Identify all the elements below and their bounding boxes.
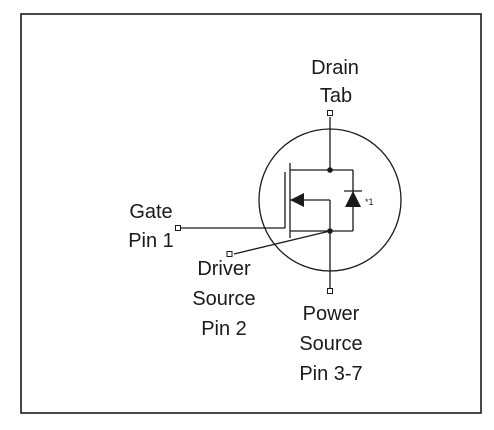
diode-triangle-icon (345, 191, 361, 207)
power-source-label-2: Source (299, 333, 362, 355)
driver-source-lead (233, 230, 331, 255)
driver-source-label-1: Driver (197, 258, 251, 280)
power-source-pad (327, 288, 333, 294)
drain-pad (327, 110, 333, 116)
diagram-frame (20, 13, 482, 414)
gate-pin-label: Pin 1 (128, 230, 174, 252)
gate-pad (175, 225, 181, 231)
driver-source-pad (226, 251, 233, 257)
drain-junction-dot (327, 167, 333, 173)
body-arrow-icon (290, 193, 304, 207)
power-source-pin-label: Pin 3-7 (299, 363, 362, 385)
power-source-label-1: Power (303, 303, 360, 325)
drain-label: Drain (311, 57, 359, 79)
drain-pin-label: Tab (320, 85, 352, 107)
driver-source-pin-label: Pin 2 (201, 318, 247, 340)
gate-label: Gate (129, 201, 172, 223)
diode-note: *1 (365, 197, 374, 207)
driver-source-label-2: Source (192, 288, 255, 310)
